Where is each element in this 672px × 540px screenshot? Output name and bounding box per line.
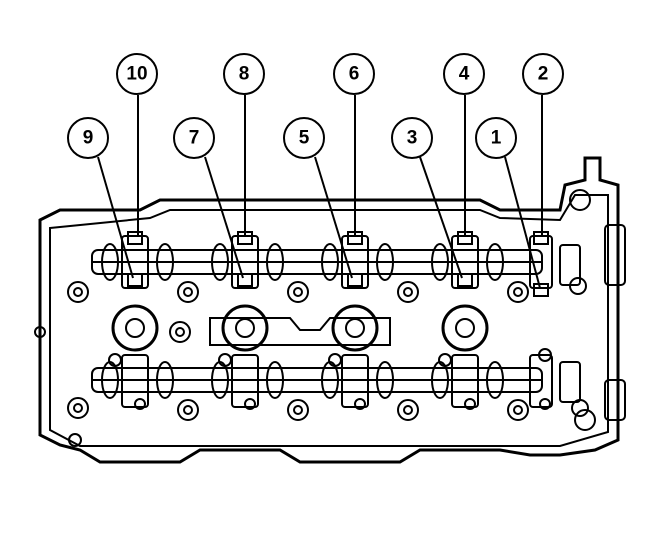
cylinder-head-outline	[34, 156, 626, 464]
callout-5: 5	[283, 117, 325, 159]
callout-6: 6	[333, 53, 375, 95]
callout-9-label: 9	[83, 128, 94, 149]
exhaust-camshaft	[91, 354, 581, 408]
callout-8-label: 8	[239, 64, 250, 85]
callout-2: 2	[522, 53, 564, 95]
callout-1: 1	[475, 117, 517, 159]
callout-1-label: 1	[491, 128, 502, 149]
callout-4-label: 4	[459, 64, 470, 85]
callout-9: 9	[67, 117, 109, 159]
spark-plug-wells	[111, 304, 489, 352]
head-bolts	[67, 231, 589, 421]
callout-3: 3	[391, 117, 433, 159]
callout-6-label: 6	[349, 64, 360, 85]
callout-7-label: 7	[189, 128, 200, 149]
intake-camshaft	[91, 235, 581, 289]
callout-10: 10	[116, 53, 158, 95]
callout-5-label: 5	[299, 128, 310, 149]
leader-lines	[97, 95, 543, 289]
callout-2-label: 2	[538, 64, 549, 85]
callout-8: 8	[223, 53, 265, 95]
callouts: 1 2 3 4 5 6 7 8	[67, 53, 564, 159]
callout-10-label: 10	[126, 64, 147, 85]
callout-7: 7	[173, 117, 215, 159]
callout-3-label: 3	[407, 128, 418, 149]
callout-4: 4	[443, 53, 485, 95]
